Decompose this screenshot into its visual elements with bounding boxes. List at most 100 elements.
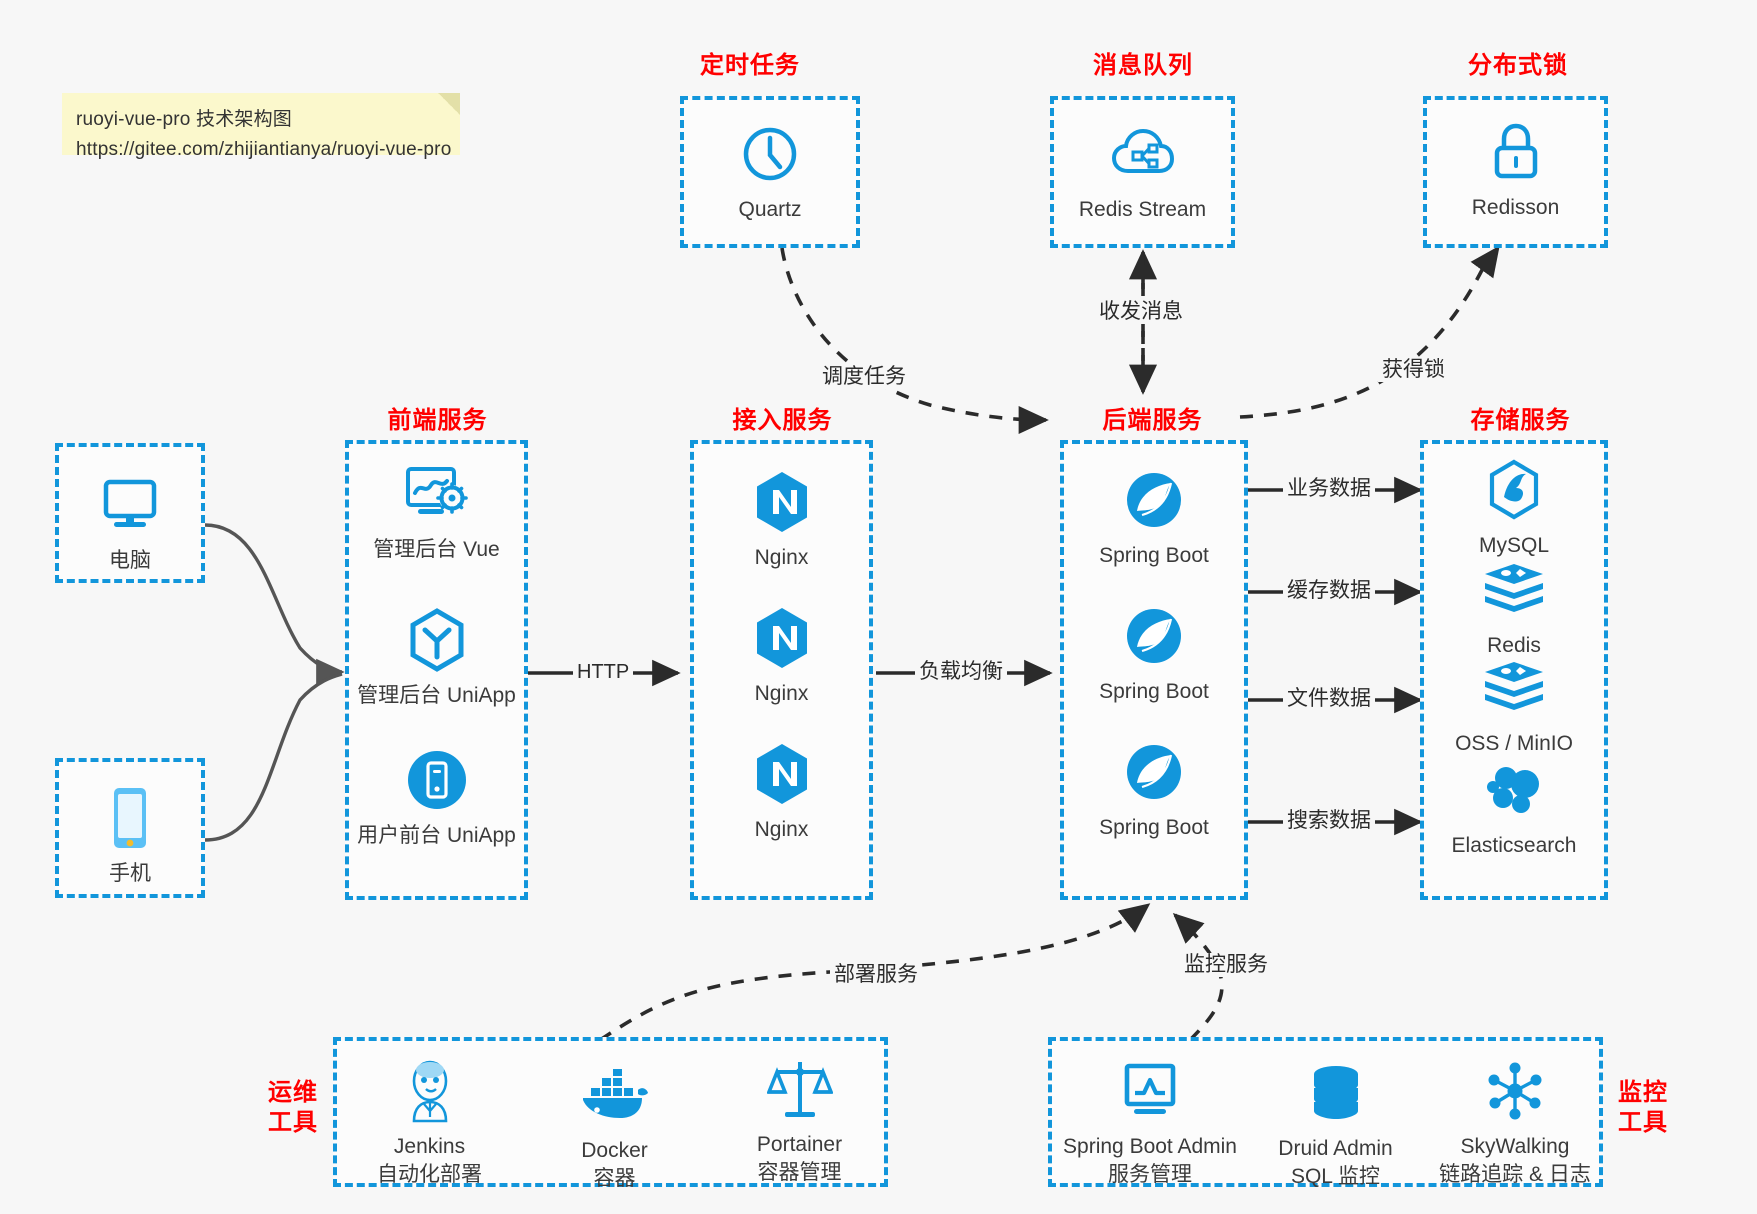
nginx-icon bbox=[694, 466, 869, 538]
node-label: Quartz bbox=[738, 198, 802, 221]
cloud-stream-icon bbox=[1054, 118, 1231, 190]
node-nginx-3: Nginx bbox=[694, 738, 869, 844]
docker-icon bbox=[522, 1059, 707, 1131]
node-label: Redis bbox=[1487, 634, 1541, 657]
node-spring-boot-3: Spring Boot bbox=[1064, 736, 1244, 842]
node-label: 管理后台 UniApp bbox=[357, 684, 516, 707]
node-label: Jenkins bbox=[393, 1135, 466, 1158]
edge-label-business-data: 业务数据 bbox=[1283, 477, 1375, 501]
group-title-devops: 运维 工具 bbox=[258, 1078, 328, 1138]
edge-label-http: HTTP bbox=[573, 660, 634, 684]
jenkins-icon bbox=[337, 1055, 522, 1127]
node-elasticsearch: Elasticsearch bbox=[1424, 754, 1604, 860]
node-skywalking: SkyWalking 链路追踪 & 日志 bbox=[1423, 1055, 1607, 1189]
group-box-backend[interactable]: Spring Boot Spring Boot Spring Boot bbox=[1060, 440, 1248, 900]
node-label: Spring Boot bbox=[1099, 816, 1209, 839]
node-label: Docker bbox=[581, 1139, 648, 1162]
group-title-storage: 存储服务 bbox=[1470, 407, 1571, 434]
group-box-monitor[interactable]: Spring Boot Admin 服务管理 Druid Admin SQL 监… bbox=[1048, 1037, 1603, 1188]
node-sublabel: 链路追踪 & 日志 bbox=[1439, 1163, 1591, 1186]
database-icon bbox=[1248, 1057, 1423, 1129]
node-label: Nginx bbox=[754, 682, 809, 705]
node-spring-boot-1: Spring Boot bbox=[1064, 464, 1244, 570]
node-admin-vue: 管理后台 Vue bbox=[349, 458, 524, 564]
node-label: 用户前台 UniApp bbox=[357, 824, 516, 847]
group-title-backend: 后端服务 bbox=[1102, 407, 1203, 434]
mysql-icon bbox=[1424, 454, 1604, 526]
node-druid-admin: Druid Admin SQL 监控 bbox=[1248, 1057, 1423, 1191]
monitor-title-line2: 工具 bbox=[1618, 1109, 1668, 1136]
note-url: https://gitee.com/zhijiantianya/ruoyi-vu… bbox=[76, 139, 452, 160]
devops-title-line1: 运维 bbox=[268, 1079, 318, 1106]
title-note: ruoyi-vue-pro 技术架构图 https://gitee.com/zh… bbox=[62, 93, 460, 160]
edge-label-deploy-service: 部署服务 bbox=[830, 963, 922, 987]
node-label: Nginx bbox=[754, 818, 809, 841]
edge-label-acquire-lock: 获得锁 bbox=[1378, 358, 1449, 382]
node-label: OSS / MinIO bbox=[1455, 732, 1573, 755]
node-redis: Redis bbox=[1424, 554, 1604, 660]
node-sublabel: 容器管理 bbox=[757, 1161, 842, 1184]
node-spring-boot-2: Spring Boot bbox=[1064, 600, 1244, 706]
node-nginx-1: Nginx bbox=[694, 466, 869, 572]
group-box-storage[interactable]: MySQL Redis bbox=[1420, 440, 1608, 900]
node-sublabel: 自动化部署 bbox=[377, 1163, 482, 1186]
spring-icon bbox=[1064, 736, 1244, 808]
group-title-mq: 消息队列 bbox=[1093, 52, 1193, 79]
redis-icon bbox=[1424, 554, 1604, 626]
group-title-lock: 分布式锁 bbox=[1468, 52, 1568, 79]
edge-label-cache-data: 缓存数据 bbox=[1283, 579, 1375, 603]
edge-label-file-data: 文件数据 bbox=[1283, 687, 1375, 711]
group-box-frontend[interactable]: 管理后台 Vue 管理后台 UniApp 用户前台 UniApp bbox=[345, 440, 528, 900]
group-title-frontend: 前端服务 bbox=[387, 407, 488, 434]
edge-label-load-balance: 负载均衡 bbox=[915, 660, 1007, 684]
group-title-gateway: 接入服务 bbox=[732, 407, 833, 434]
node-jenkins: Jenkins 自动化部署 bbox=[337, 1055, 522, 1189]
group-box-mq[interactable]: Redis Stream bbox=[1050, 96, 1235, 248]
note-title: ruoyi-vue-pro 技术架构图 bbox=[76, 109, 293, 130]
node-label: 手机 bbox=[109, 862, 151, 885]
node-redisson: Redisson bbox=[1427, 116, 1604, 222]
node-quartz: Quartz bbox=[684, 118, 856, 224]
cube-icon bbox=[349, 604, 524, 676]
group-title-scheduler: 定时任务 bbox=[700, 52, 800, 79]
edge-label-send-receive-message: 收发消息 bbox=[1095, 300, 1187, 324]
mobile-app-icon bbox=[349, 744, 524, 816]
node-label: Druid Admin bbox=[1278, 1137, 1393, 1160]
node-phone: 手机 bbox=[59, 782, 201, 888]
edge-label-schedule-task: 调度任务 bbox=[818, 365, 910, 389]
scales-icon bbox=[707, 1053, 892, 1125]
dashboard-icon bbox=[349, 458, 524, 530]
node-label: SkyWalking bbox=[1460, 1135, 1570, 1158]
group-box-scheduler[interactable]: Quartz bbox=[680, 96, 860, 248]
node-label: 管理后台 Vue bbox=[373, 538, 500, 561]
node-nginx-2: Nginx bbox=[694, 602, 869, 708]
group-box-devops[interactable]: Jenkins 自动化部署 Docker 容器 bbox=[333, 1037, 888, 1190]
node-label: Elasticsearch bbox=[1451, 834, 1577, 857]
node-label: Redisson bbox=[1471, 196, 1560, 219]
spring-icon bbox=[1064, 464, 1244, 536]
node-portainer: Portainer 容器管理 bbox=[707, 1053, 892, 1187]
group-box-gateway[interactable]: Nginx Nginx Nginx bbox=[690, 440, 873, 900]
node-sublabel: 服务管理 bbox=[1108, 1163, 1192, 1186]
node-oss-minio: OSS / MinIO bbox=[1424, 652, 1604, 758]
monitor-title-line1: 监控 bbox=[1618, 1079, 1668, 1106]
spring-icon bbox=[1064, 600, 1244, 672]
client-box-phone[interactable]: 手机 bbox=[55, 758, 205, 898]
client-box-desktop[interactable]: 电脑 bbox=[55, 443, 205, 583]
node-label: Redis Stream bbox=[1078, 198, 1207, 221]
node-user-uniapp: 用户前台 UniApp bbox=[349, 744, 524, 850]
group-box-lock[interactable]: Redisson bbox=[1423, 96, 1608, 248]
edge-label-monitor-service: 监控服务 bbox=[1180, 953, 1272, 977]
clock-icon bbox=[684, 118, 856, 190]
elasticsearch-icon bbox=[1424, 754, 1604, 826]
node-label: Nginx bbox=[754, 546, 809, 569]
node-redis-stream: Redis Stream bbox=[1054, 118, 1231, 224]
node-label: 电脑 bbox=[109, 549, 151, 572]
lock-icon bbox=[1427, 116, 1604, 188]
devops-title-line2: 工具 bbox=[268, 1109, 318, 1136]
phone-icon bbox=[59, 782, 201, 854]
node-sublabel: 容器 bbox=[593, 1167, 636, 1190]
node-sublabel: SQL 监控 bbox=[1290, 1165, 1381, 1188]
node-mysql: MySQL bbox=[1424, 454, 1604, 560]
